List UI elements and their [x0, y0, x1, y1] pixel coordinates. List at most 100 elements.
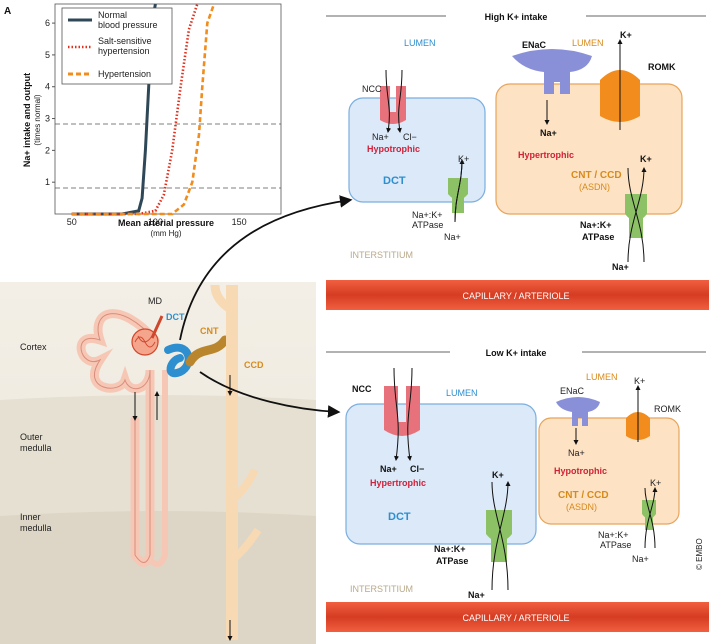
low-romk-k: K+: [634, 376, 645, 386]
high-nak-na: Na+: [444, 232, 461, 242]
high-enac-label: ENaC: [522, 40, 547, 50]
high-title: High K+ intake: [485, 12, 548, 22]
y-tick-label: 3: [45, 114, 50, 124]
high-interstitium: INTERSTITIUM: [350, 250, 413, 260]
low-nak-na: Na+: [468, 590, 485, 600]
series-line-1: [71, 3, 199, 216]
low-lumen-left: LUMEN: [446, 388, 478, 398]
y-tick-label: 2: [45, 145, 50, 155]
high-romk-k: K+: [620, 30, 632, 40]
panel-a-letter: A: [4, 6, 11, 17]
high-dct: DCT: [383, 175, 406, 187]
high-capillary-label: CAPILLARY / ARTERIOLE: [462, 291, 569, 301]
panel-a-chart: 1 2 3 4 5 6 50 100 150 Mean arterial pressure (…: [22, 3, 282, 238]
label-md: MD: [148, 296, 162, 306]
high-dct-cell: [348, 97, 486, 203]
arrow-to-high: [179, 195, 353, 341]
y-tick-labels: 1 2 3 4 5 6: [45, 18, 55, 187]
high-cnt-pump: [625, 194, 647, 238]
high-cnt-pump-na: Na+: [612, 262, 629, 272]
legend-normal-1: Normal: [98, 10, 127, 20]
low-dct: DCT: [388, 511, 411, 523]
x-tick-labels: 50 100 150: [67, 217, 247, 227]
low-title: Low K+ intake: [486, 348, 547, 358]
proximal-tubule-outline: [80, 313, 156, 563]
low-cnt-label: CNT / CCD: [558, 490, 609, 501]
zone-cortex: Cortex: [20, 342, 47, 352]
high-cnt-state: Hypertrophic: [518, 150, 574, 160]
low-capillary-label: CAPILLARY / ARTERIOLE: [462, 613, 569, 623]
low-nak-label1: Na+:K+: [434, 544, 466, 554]
series-line-2: [71, 3, 216, 216]
low-lumen-right: LUMEN: [586, 372, 618, 382]
high-lumen-right: LUMEN: [572, 38, 604, 48]
x-tick-label: 150: [232, 217, 247, 227]
zone-outer: Outer: [20, 432, 43, 442]
y-tick-label: 5: [45, 50, 50, 60]
low-enac-na: Na+: [568, 448, 585, 458]
zone-inner: Inner: [20, 512, 41, 522]
high-ncc-label: NCC: [362, 84, 382, 94]
macula-densa: [150, 315, 164, 339]
high-dct-state: Hypotrophic: [367, 144, 420, 154]
low-cnt-pump-k: K+: [650, 478, 661, 488]
high-nak-k: K+: [458, 154, 469, 164]
x-axis-unit: (mm Hg): [150, 229, 181, 238]
low-interstitium: INTERSTITIUM: [350, 584, 413, 594]
low-enac: [556, 397, 600, 426]
y-tick-label: 6: [45, 18, 50, 28]
y-axis-unit: (times normal): [33, 94, 42, 145]
low-dct-state: Hypertrophic: [370, 478, 426, 488]
high-nak-label2: ATPase: [412, 220, 443, 230]
low-ncc-label: NCC: [352, 384, 372, 394]
y-axis-label: Na+ intake and output: [22, 73, 32, 167]
low-cnt-pump2: ATPase: [600, 540, 631, 550]
low-cnt-pump1: Na+:K+: [598, 530, 629, 540]
high-nak-label1: Na+:K+: [412, 210, 443, 220]
low-asdn: (ASDN): [566, 502, 597, 512]
high-cnt-pump-k: K+: [640, 154, 652, 164]
credit: © EMBO: [695, 538, 704, 570]
arrow-to-low: [199, 371, 341, 418]
low-nak-k: K+: [492, 470, 504, 480]
label-cnt: CNT: [200, 326, 219, 336]
high-capillary: [326, 280, 709, 310]
low-dct-cell: [345, 403, 537, 545]
high-cnt-label: CNT / CCD: [571, 170, 622, 181]
low-cnt-pump-na: Na+: [632, 554, 649, 564]
cnt-segment: [185, 335, 230, 367]
low-enac-label: ENaC: [560, 386, 585, 396]
x-tick-label: 100: [148, 217, 163, 227]
high-romk-label: ROMK: [648, 62, 676, 72]
high-lumen-left: LUMEN: [404, 38, 436, 48]
zone-inner-2: medulla: [20, 523, 52, 533]
low-ncc: [384, 386, 420, 436]
low-k-panel: Low K+ intake LUMEN LUMEN NCC Na+ Cl− Hy…: [326, 345, 709, 632]
label-ccd: CCD: [244, 360, 264, 370]
high-asdn: (ASDN): [579, 182, 610, 192]
dct-segment: [164, 343, 193, 378]
low-cnt-pump: [642, 500, 656, 530]
y-tick-label: 4: [45, 82, 50, 92]
high-na-in: Na+: [372, 132, 389, 142]
high-enac: [512, 49, 592, 94]
legend-salt-2: hypertension: [98, 46, 150, 56]
legend-normal-2: blood pressure: [98, 20, 158, 30]
high-cnt-pump1: Na+:K+: [580, 220, 612, 230]
low-romk-label: ROMK: [654, 404, 681, 414]
x-tick-label: 50: [67, 217, 77, 227]
low-na-in: Na+: [380, 464, 397, 474]
high-enac-na: Na+: [540, 128, 557, 138]
low-cnt-state: Hypotrophic: [554, 466, 607, 476]
label-dct: DCT: [166, 312, 185, 322]
high-cnt-cell: [495, 83, 683, 215]
low-capillary: [326, 602, 709, 632]
high-ncc: [380, 86, 406, 124]
legend-salt-1: Salt-sensitive: [98, 36, 152, 46]
x-axis-label: Mean arterial pressure: [118, 218, 214, 228]
legend-hyper-1: Hypertension: [98, 69, 151, 79]
high-cnt-pump2: ATPase: [582, 232, 614, 242]
low-nak-label2: ATPase: [436, 556, 468, 566]
y-tick-label: 1: [45, 177, 50, 187]
